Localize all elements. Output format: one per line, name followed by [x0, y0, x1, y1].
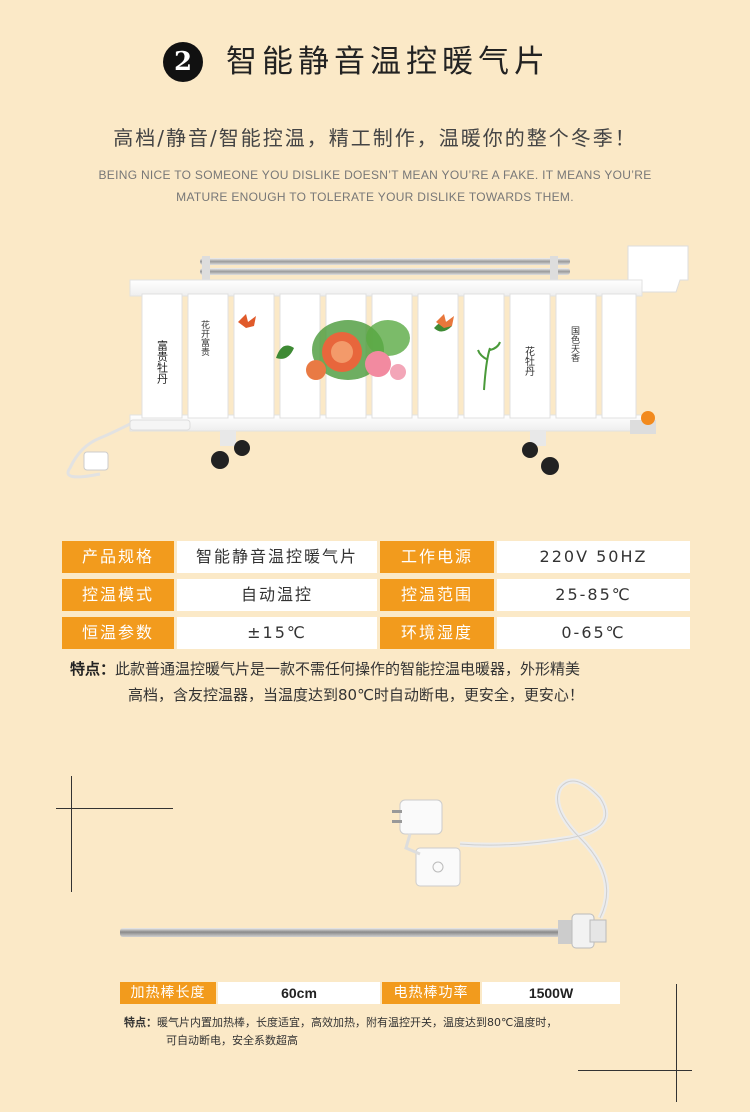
- spec-value: 220V 50HZ: [497, 541, 690, 573]
- spec-value: 智能静音温控暖气片: [177, 541, 377, 573]
- spec-label: 恒温参数: [62, 617, 174, 649]
- spec-label: 产品规格: [62, 541, 174, 573]
- crosshair-decoration-vertical: [676, 984, 677, 1102]
- panel-text-3: 花牡丹: [523, 345, 535, 377]
- heating-rod-image: [120, 778, 610, 949]
- feature-note-key: 特点：: [70, 660, 116, 678]
- rod-note-line-2: 可自动断电，安全系数超高: [166, 1034, 298, 1047]
- heater-product-image: 富贵牡丹 花开富贵 花牡丹 国色天香: [66, 245, 689, 479]
- rod-note-line-1: 暖气片内置加热棒，长度适宜，高效加热，附有温控开关，温度达到80℃温度时，: [157, 1016, 558, 1029]
- section-title: 智能静音温控暖气片: [226, 44, 550, 80]
- rod-note-key: 特点：: [124, 1016, 157, 1029]
- rod-spec-table: 加热棒长度 60cm 电热棒功率 1500W: [120, 982, 620, 1004]
- rod-feature-note: 特点：暖气片内置加热棒，长度适宜，高效加热，附有温控开关，温度达到80℃温度时，…: [124, 1014, 644, 1050]
- rod-spec-label: 电热棒功率: [382, 982, 480, 1004]
- spec-value: 0-65℃: [497, 617, 690, 649]
- rod-spec-value: 60cm: [218, 982, 380, 1004]
- feature-note-line-1: 此款普通温控暖气片是一款不需任何操作的智能控温电暖器，外形精美: [115, 660, 581, 678]
- panel-text-4: 国色天香: [569, 326, 580, 362]
- english-slogan: BEING NICE TO SOMEONE YOU DISLIKE DOESN’…: [40, 164, 710, 208]
- section-number-badge: 2: [163, 42, 203, 82]
- crosshair-decoration-vertical: [71, 776, 72, 892]
- spec-label: 工作电源: [380, 541, 494, 573]
- spec-value: 25-85℃: [497, 579, 690, 611]
- slogan-line-2: MATURE ENOUGH TO TOLERATE YOUR DISLIKE T…: [176, 190, 574, 204]
- feature-note-line-2: 高档，含友控温器，当温度达到80℃时自动断电，更安全，更安心！: [128, 686, 584, 704]
- feature-note: 特点：此款普通温控暖气片是一款不需任何操作的智能控温电暖器，外形精美 高档，含友…: [70, 656, 690, 708]
- crosshair-decoration-horizontal: [578, 1070, 692, 1071]
- product-subtitle: 高档/静音/智能控温，精工制作，温暖你的整个冬季！: [113, 126, 637, 150]
- panel-text-1: 富贵牡丹: [156, 339, 169, 385]
- rod-spec-label: 加热棒长度: [120, 982, 216, 1004]
- spec-label: 控温模式: [62, 579, 174, 611]
- rod-spec-value: 1500W: [482, 982, 620, 1004]
- section-title-row: 2 智能静音温控暖气片: [0, 40, 750, 84]
- spec-row: 产品规格 智能静音温控暖气片 工作电源 220V 50HZ: [62, 541, 690, 573]
- crosshair-decoration-horizontal: [56, 808, 173, 809]
- spec-row: 控温模式 自动温控 控温范围 25-85℃: [62, 579, 690, 611]
- spec-value: 自动温控: [177, 579, 377, 611]
- panel-text-2: 花开富贵: [199, 319, 210, 357]
- spec-label: 控温范围: [380, 579, 494, 611]
- spec-row: 恒温参数 ±15℃ 环境湿度 0-65℃: [62, 617, 690, 649]
- slogan-line-1: BEING NICE TO SOMEONE YOU DISLIKE DOESN’…: [98, 168, 652, 182]
- spec-label: 环境湿度: [380, 617, 494, 649]
- spec-value: ±15℃: [177, 617, 377, 649]
